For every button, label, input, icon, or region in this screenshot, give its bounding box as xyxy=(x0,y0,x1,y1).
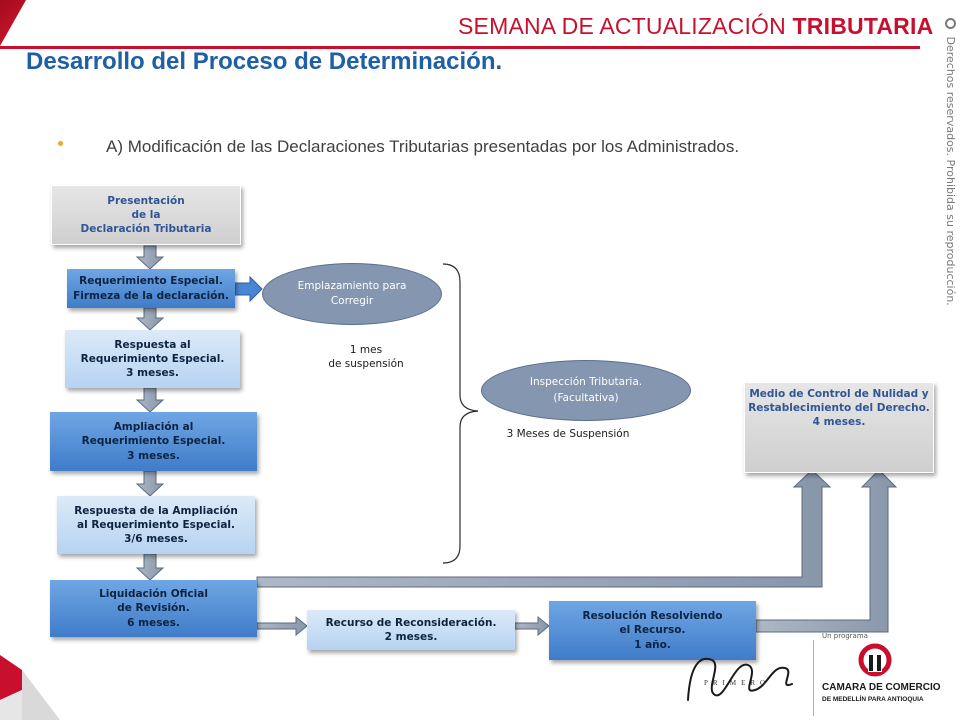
connector-resolucion-medio xyxy=(755,469,898,633)
note-3-meses-suspension: 3 Meses de Suspensión xyxy=(506,428,630,440)
arrow-right-resolucion xyxy=(514,615,550,637)
camara-logo-icon xyxy=(944,18,956,29)
arrow-down-2 xyxy=(135,307,165,331)
box-presentacion: Presentación de la Declaración Tributari… xyxy=(51,185,241,245)
program-caption: Un programa xyxy=(822,632,868,640)
arrow-right-emplazamiento xyxy=(234,275,263,303)
connector-liquidacion-medio xyxy=(256,469,832,588)
arrow-down-5 xyxy=(135,553,165,581)
box-ampliacion: Ampliación al Requerimiento Especial. 3 … xyxy=(50,412,257,471)
header-divider xyxy=(0,46,920,49)
box-recurso-reconsideracion: Recurso de Reconsideración. 2 meses. xyxy=(307,610,515,650)
box-requerimiento-especial: Requerimiento Especial. Firmeza de la de… xyxy=(67,269,235,308)
page-title-dot: . xyxy=(495,48,503,75)
box-liquidacion-oficial: Liquidación Oficial de Revisión. 6 meses… xyxy=(50,580,257,637)
arrow-right-recurso xyxy=(256,615,308,637)
footer-divider xyxy=(813,640,814,716)
box-medio-control: Medio de Control de Nulidad y Restableci… xyxy=(744,382,934,473)
event-title-regular: SEMANA DE ACTUALIZACIÓN xyxy=(458,13,786,39)
signature-text: Aprendiendo xyxy=(730,696,769,703)
event-title: SEMANA DE ACTUALIZACIÓN TRIBUTARIA xyxy=(458,13,933,40)
bullet-icon xyxy=(58,141,63,146)
arrow-down-1 xyxy=(135,245,165,270)
box-respuesta-ampliacion: Respuesta de la Ampliación al Requerimie… xyxy=(57,496,255,554)
camara-name: CAMARA DE COMERCIO xyxy=(822,682,941,693)
note-1-mes-suspension: 1 mes de suspensión xyxy=(328,344,404,371)
page-title: Desarrollo del Proceso de Determinación. xyxy=(26,48,502,76)
page-title-text: Desarrollo del Proceso de Determinación xyxy=(26,48,496,75)
rights-reserved-text: Derechos reservados. Prohibida su reprod… xyxy=(935,18,957,306)
box-respuesta-requerimiento: Respuesta al Requerimiento Especial. 3 m… xyxy=(65,330,240,388)
bracket-suspension xyxy=(442,263,479,564)
rights-reserved-label: Derechos reservados. Prohibida su reprod… xyxy=(944,36,957,306)
arrow-down-4 xyxy=(135,470,165,497)
camara-subtitle: DE MEDELLÍN PARA ANTIOQUIA xyxy=(822,696,924,703)
arrow-down-3 xyxy=(135,387,165,413)
primero-text: PRIMERO xyxy=(704,679,771,687)
box-resolucion-recurso: Resolución Resolviendo el Recurso. 1 año… xyxy=(549,601,756,660)
event-title-bold: TRIBUTARIA xyxy=(792,13,934,39)
ellipse-inspeccion: Inspección Tributaria. (Facultativa) xyxy=(481,360,691,421)
subtitle: A) Modificación de las Declaraciones Tri… xyxy=(106,137,740,156)
ellipse-emplazamiento: Emplazamiento para Corregir xyxy=(262,263,442,325)
